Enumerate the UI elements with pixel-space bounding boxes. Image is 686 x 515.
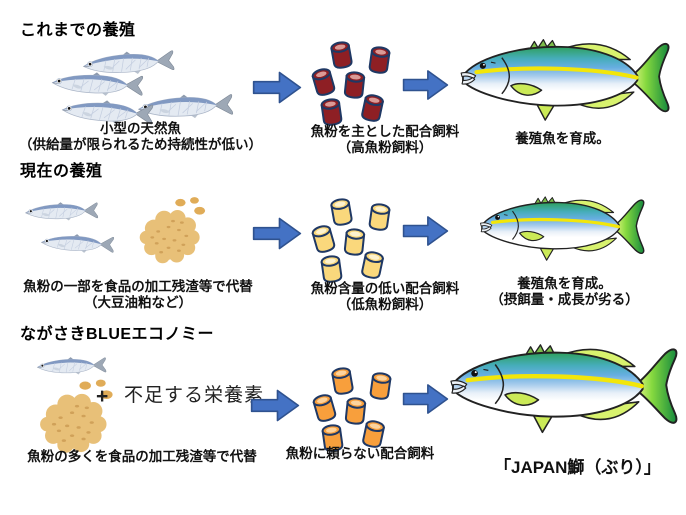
arrow-right-icon: [402, 210, 449, 252]
feed-pellet-group: [313, 364, 395, 454]
feed-pellet-icon: [367, 370, 394, 403]
yellowtail-icon: [450, 340, 680, 444]
caption-line: （高魚粉飼料）: [337, 139, 433, 155]
caption-line: （低魚粉飼料）: [337, 296, 433, 312]
caption-line: 魚粉含量の低い配合飼料: [310, 281, 460, 296]
feed-pellet-group: [312, 38, 394, 128]
feed-pellet-icon: [328, 38, 356, 72]
arrow-right-icon: [252, 212, 302, 255]
result-caption: 養殖魚を育成。: [465, 131, 660, 147]
yellowtail-icon: [464, 194, 662, 268]
caption-line: 小型の天然魚: [100, 121, 181, 136]
result-caption: 養殖魚を育成。 （摂餌量・成長が劣る）: [462, 276, 667, 307]
added-nutrients-label: 不足する栄養素: [124, 385, 265, 406]
feed-pellet-icon: [366, 44, 393, 77]
result-caption: 「JAPAN鰤（ぶり）」: [460, 458, 686, 478]
arrow-right-icon: [250, 384, 300, 427]
caption-line: 魚粉の一部を食品の加工残渣等で代替: [23, 279, 253, 294]
feed-pellet-icon: [358, 91, 387, 125]
plus-sign: +: [96, 385, 109, 408]
caption-line: 魚粉の多くを食品の加工残渣等で代替: [27, 449, 257, 464]
source-caption: 小型の天然魚 （供給量が限られるため持続性が低い）: [8, 121, 273, 152]
sardine-icon: [36, 69, 161, 98]
caption-line: （摂餌量・成長が劣る）: [490, 291, 639, 307]
soybean-meal-icon: [136, 194, 210, 266]
yellowtail-icon: [456, 36, 676, 130]
section-title-current: 現在の養殖: [20, 163, 103, 180]
arrow-right-icon: [402, 378, 449, 420]
caption-line: 「JAPAN鰤（ぶり）」: [494, 458, 661, 477]
caption-line: 魚粉を主とした配合飼料: [310, 124, 460, 139]
caption-line: 養殖魚を育成。: [517, 276, 612, 291]
section-title-traditional: これまでの養殖: [20, 22, 136, 39]
arrow-right-icon: [252, 66, 302, 109]
caption-line: （供給量が限られるため持続性が低い）: [19, 136, 262, 152]
source-caption: 魚粉の多くを食品の加工残渣等で代替: [2, 449, 282, 465]
feed-pellet-icon: [358, 248, 387, 282]
feed-pellet-icon: [328, 195, 356, 229]
section-title-blue-economy: ながさきBLUEエコノミー: [20, 326, 215, 343]
caption-line: 養殖魚を育成。: [515, 131, 610, 146]
caption-line: （大豆油粕など）: [84, 294, 192, 310]
sardine-icon: [16, 199, 109, 222]
caption-line: 魚粉に頼らない配合飼料: [285, 446, 435, 461]
source-caption: 魚粉の一部を食品の加工残渣等で代替 （大豆油粕など）: [2, 279, 274, 310]
sardine-icon: [30, 355, 115, 377]
feed-pellet-icon: [329, 364, 357, 398]
arrow-right-icon: [402, 64, 449, 106]
feed-caption: 魚粉を主とした配合飼料 （高魚粉飼料）: [235, 124, 535, 155]
feed-caption: 魚粉に頼らない配合飼料: [230, 446, 490, 462]
sardine-icon: [32, 231, 125, 254]
feed-pellet-icon: [366, 201, 393, 234]
feed-caption: 魚粉含量の低い配合飼料 （低魚粉飼料）: [235, 281, 535, 312]
feed-pellet-group: [312, 195, 394, 285]
